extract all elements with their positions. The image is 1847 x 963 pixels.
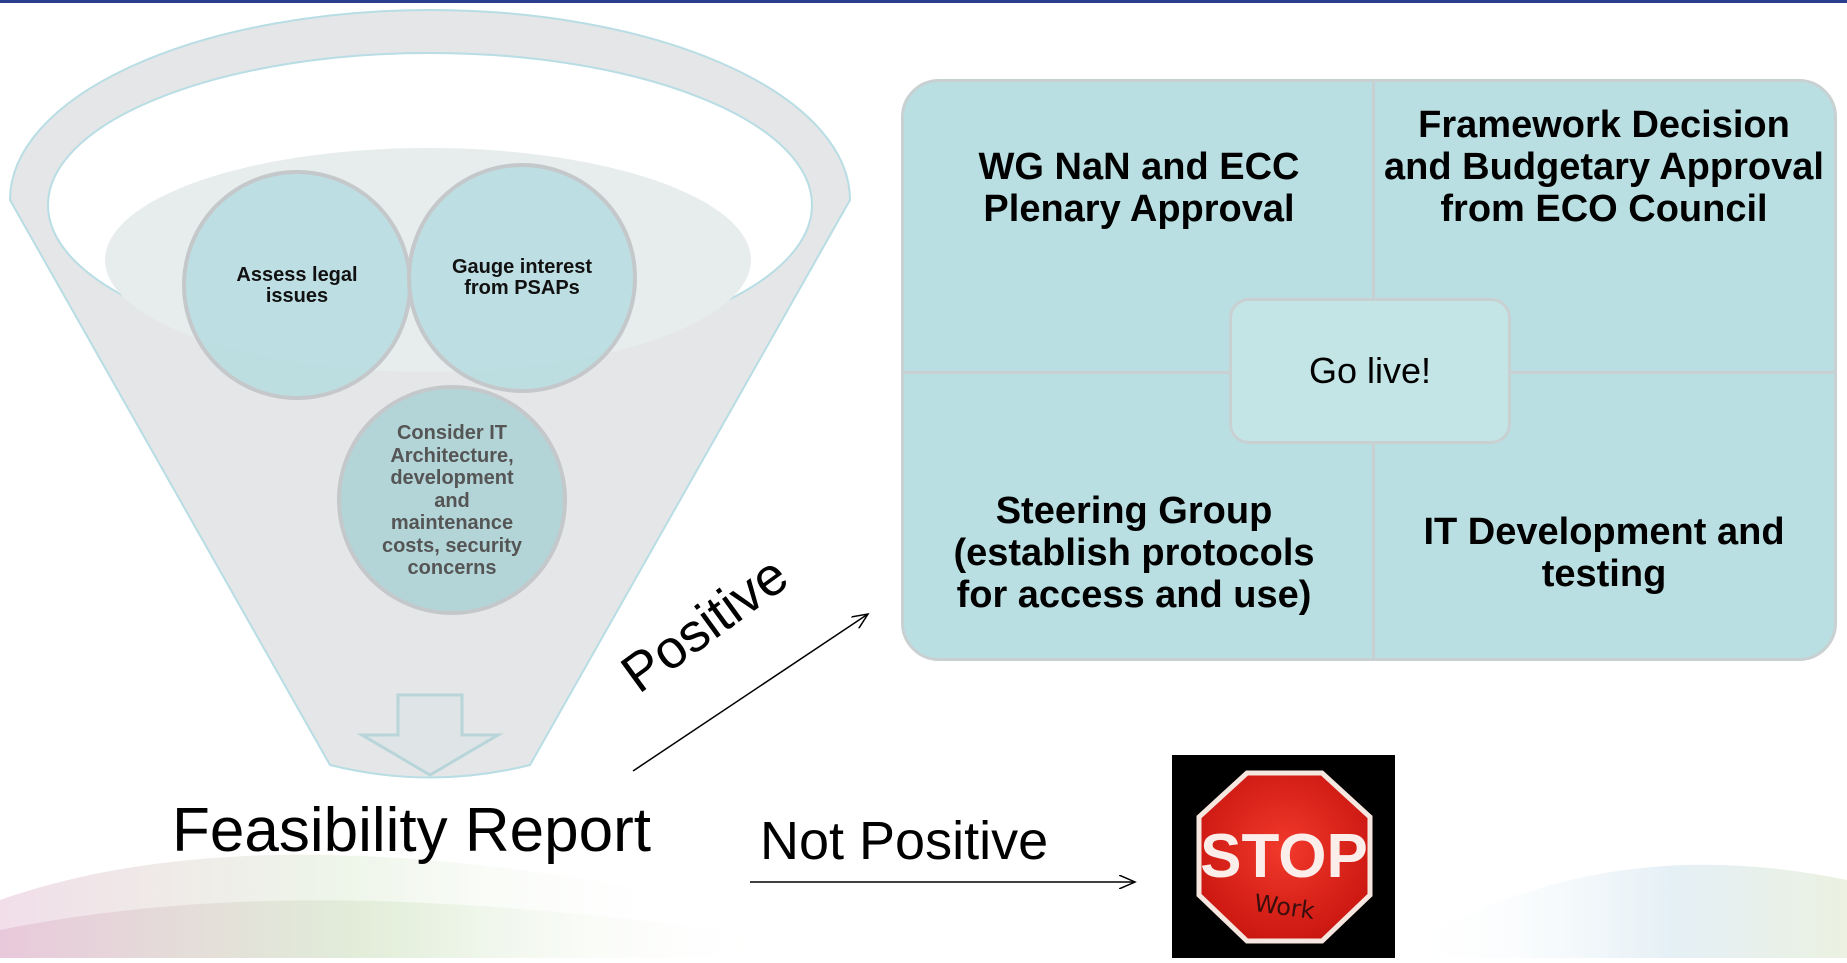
stop-octagon-icon: [1196, 770, 1373, 944]
down-arrow-icon: [356, 693, 504, 777]
not-positive-label: Not Positive: [760, 811, 1049, 871]
quadrant-top-left: WG NaN and ECC Plenary Approval: [978, 146, 1300, 230]
stop-sign-image: STOP Work: [1172, 755, 1395, 958]
quadrant-bottom-left: Steering Group (establish protocols for …: [953, 490, 1315, 616]
quadrant-top-right: Framework Decision and Budgetary Approva…: [1384, 104, 1824, 230]
stop-sign-text: STOP: [1200, 822, 1368, 891]
circle-psaps: [407, 163, 637, 393]
top-accent-bar: [0, 0, 1847, 3]
circle-label-it: Consider IT Architecture, development an…: [381, 422, 523, 580]
circle-label-psaps: Gauge interest from PSAPs: [451, 255, 593, 299]
quadrant-bottom-right: IT Development and testing: [1423, 511, 1785, 595]
go-live-box: Go live!: [1229, 298, 1511, 444]
positive-arrow: [632, 614, 868, 772]
circle-label-legal: Assess legal issues: [236, 263, 358, 307]
circle-it: [337, 385, 567, 615]
feasibility-report-label: Feasibility Report: [172, 796, 651, 865]
